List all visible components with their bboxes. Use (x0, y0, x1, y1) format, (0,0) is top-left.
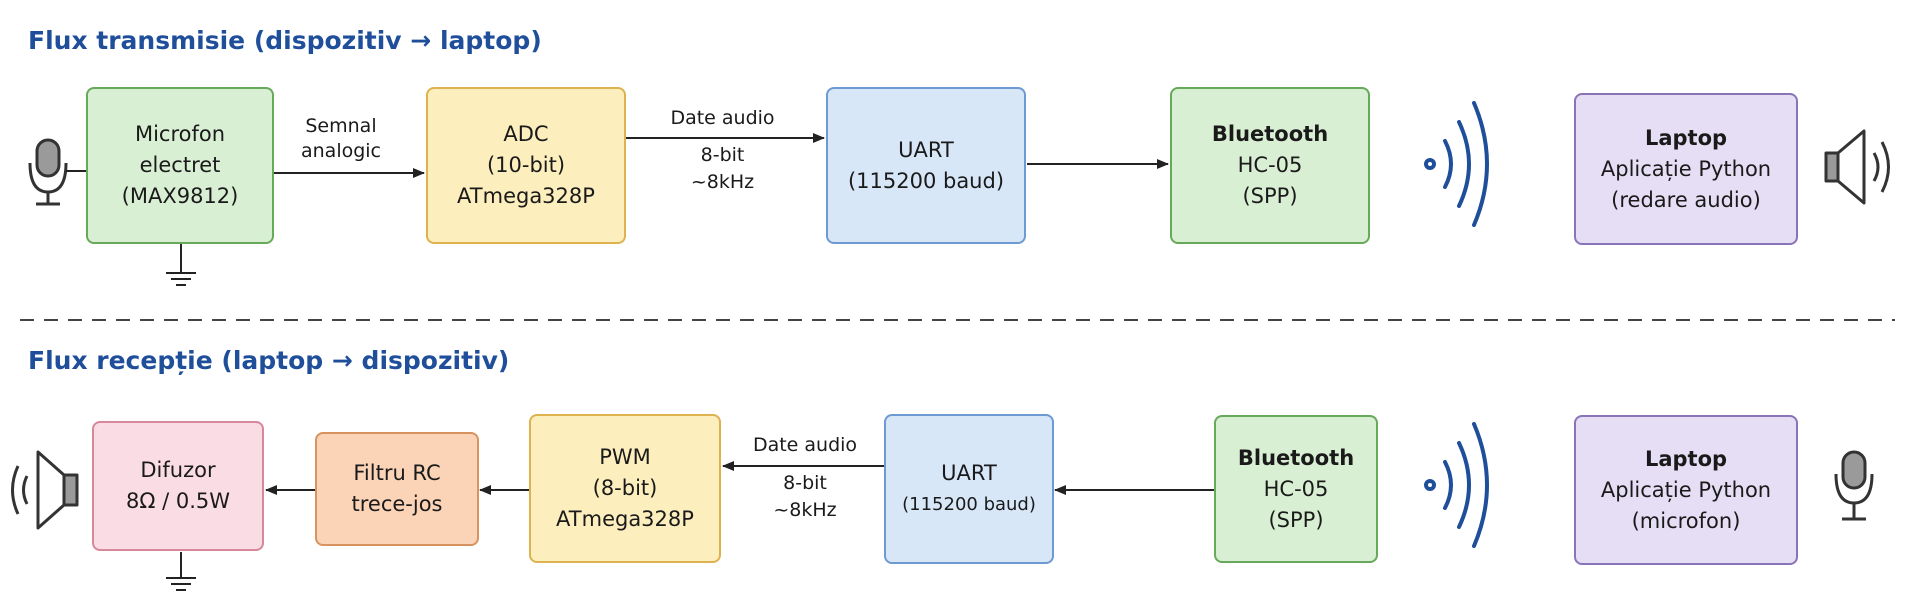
uart-box-receive-line1: UART (941, 461, 997, 485)
laptop-box-receive-line3: (microfon) (1631, 508, 1741, 533)
signal-label: Semnal analogic (286, 114, 396, 164)
pwm-box-line2: (8-bit) (592, 476, 658, 500)
bluetooth-box-receive: Bluetooth HC-05 (SPP) (1214, 415, 1378, 563)
rc-filter-box-line2: trece-jos (351, 492, 443, 516)
laptop-box-line1: Laptop (1644, 125, 1728, 150)
laptop-box-line3: (redare audio) (1611, 187, 1761, 212)
uart-box-receive: UART (115200 baud) (884, 414, 1054, 564)
ground-icon (166, 552, 196, 591)
microphone-box-line2: electret (139, 153, 221, 177)
microphone-icon (28, 138, 68, 206)
wireless-signal-icon (1424, 101, 1489, 227)
signal-label-line2: analogic (300, 140, 382, 162)
speaker-icon (1824, 129, 1890, 205)
receive-data-label-line1: Date audio (752, 434, 858, 456)
laptop-box-receive: Laptop Aplicație Python (microfon) (1574, 415, 1798, 565)
bluetooth-box-line1: Bluetooth (1211, 122, 1329, 146)
transmit-data-label-line2: 8-bit (700, 144, 745, 166)
uart-box-line1: UART (898, 137, 954, 162)
transmit-flow-title: Flux transmisie (dispozitiv → laptop) (28, 26, 542, 55)
laptop-box-receive-line2: Aplicație Python (1600, 477, 1772, 502)
bluetooth-box-receive-line2: HC-05 (1263, 476, 1329, 501)
transmit-data-label-line1: Date audio (670, 107, 775, 129)
bluetooth-box-line2: HC-05 (1237, 153, 1303, 177)
pwm-box-line1: PWM (599, 445, 651, 469)
microphone-box-line3: (MAX9812) (121, 184, 239, 208)
pwm-box-line3: ATmega328P (556, 507, 694, 531)
microphone-icon (1834, 450, 1874, 521)
adc-box-line1: ADC (503, 122, 549, 146)
signal-label-line1: Semnal (305, 115, 377, 137)
bluetooth-box-line3: (SPP) (1242, 184, 1298, 208)
uart-box: UART (115200 baud) (826, 87, 1026, 244)
adc-box: ADC (10-bit) ATmega328P (426, 87, 626, 244)
speaker-box: Difuzor 8Ω / 0.5W (92, 421, 264, 551)
receive-data-label-line2: 8-bit (783, 472, 827, 494)
speaker-box-line2: 8Ω / 0.5W (126, 489, 230, 513)
adc-box-line2: (10-bit) (486, 153, 566, 177)
rc-filter-box-line1: Filtru RC (353, 461, 441, 485)
microphone-box-line1: Microfon (134, 122, 226, 146)
laptop-box-line2: Aplicație Python (1600, 156, 1772, 181)
microphone-box: Microfon electret (MAX9812) (86, 87, 274, 244)
uart-box-receive-line2: (115200 baud) (902, 494, 1036, 515)
uart-box-line2: (115200 baud) (847, 168, 1005, 193)
pwm-box: PWM (8-bit) ATmega328P (529, 414, 721, 563)
receive-data-label-line3: ~8kHz (773, 499, 837, 521)
bluetooth-box-receive-line3: (SPP) (1268, 507, 1324, 532)
receive-data-label: Date audio 8-bit ~8kHz (735, 432, 875, 524)
transmit-data-label-line3: ~8kHz (690, 171, 755, 193)
ground-icon (166, 244, 196, 286)
speaker-icon (11, 450, 79, 530)
receive-flow-title: Flux recepție (laptop → dispozitiv) (28, 346, 510, 375)
adc-box-line3: ATmega328P (457, 184, 595, 208)
speaker-box-line1: Difuzor (140, 458, 216, 482)
laptop-box-receive-line1: Laptop (1644, 446, 1728, 471)
wireless-signal-icon (1424, 422, 1489, 548)
bluetooth-box: Bluetooth HC-05 (SPP) (1170, 87, 1370, 244)
rc-filter-box: Filtru RC trece-jos (315, 432, 479, 546)
transmit-data-label: Date audio 8-bit ~8kHz (650, 105, 795, 196)
bluetooth-box-receive-line1: Bluetooth (1237, 445, 1355, 470)
laptop-box: Laptop Aplicație Python (redare audio) (1574, 93, 1798, 245)
